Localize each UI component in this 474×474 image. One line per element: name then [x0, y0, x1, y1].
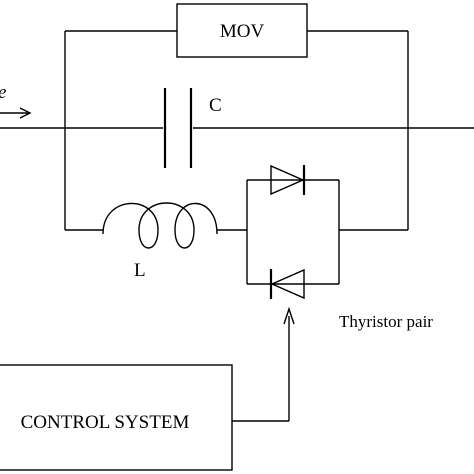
- thyristor-lower: [270, 268, 305, 300]
- inductor-label: L: [134, 260, 146, 281]
- control-signal: [232, 306, 295, 422]
- thyristor-pair: [246, 164, 340, 300]
- mov-branch: [64, 30, 409, 230]
- capacitor-label: C: [209, 95, 222, 116]
- mov-box: [176, 3, 308, 58]
- inductor: [102, 202, 218, 249]
- thyristor-label: Thyristor pair: [339, 312, 433, 331]
- thyristor-upper: [270, 164, 305, 196]
- line-label-fragment: e: [0, 82, 6, 103]
- control-system-box: [0, 364, 233, 471]
- capacitor: [163, 88, 193, 168]
- mov-label: MOV: [220, 21, 265, 42]
- control-system-label: CONTROL SYSTEM: [21, 412, 190, 433]
- current-arrow: [0, 107, 32, 119]
